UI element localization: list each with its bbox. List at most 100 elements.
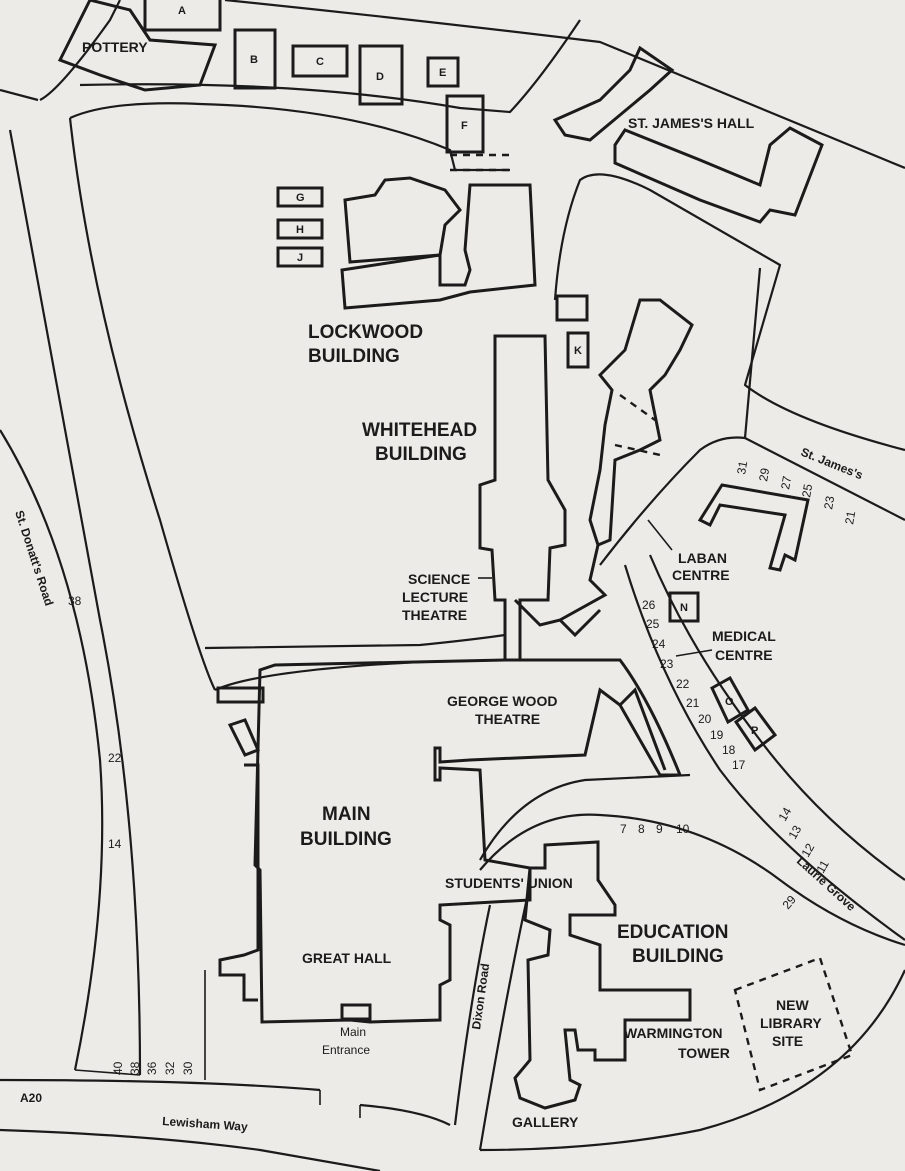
house-number: 29	[780, 892, 800, 911]
new-library-site	[733, 956, 854, 1092]
house-number: 18	[722, 743, 736, 757]
label-science-3: THEATRE	[402, 607, 467, 623]
south-east-boundary	[479, 969, 905, 1152]
education-building	[513, 840, 692, 1110]
label-medical-1: MEDICAL	[712, 628, 776, 644]
inner-loop-bottom	[204, 633, 506, 650]
label-main-1: MAIN	[322, 804, 371, 825]
label-medical-2: CENTRE	[715, 647, 773, 663]
label-laban-2: CENTRE	[672, 567, 730, 583]
label-lockwood-2: BUILDING	[308, 346, 400, 367]
house-number: 29	[756, 467, 772, 483]
medical-leader-line	[675, 649, 713, 657]
building-a	[143, 0, 222, 32]
dixon-road-west-edge	[453, 904, 492, 1126]
building-d	[358, 44, 404, 106]
house-number: 12	[798, 841, 817, 860]
st-jamess-hall	[613, 126, 824, 224]
east-wing-south	[559, 544, 608, 622]
small-annex	[555, 294, 589, 322]
building-f	[445, 94, 485, 154]
lewisham-way-south-edge	[0, 1128, 381, 1171]
letter-h: H	[296, 224, 304, 236]
label-laban-1: LABAN	[678, 550, 727, 566]
letter-d: D	[376, 71, 384, 83]
label-main-2: BUILDING	[300, 829, 392, 850]
house-number: 30	[181, 1061, 195, 1075]
lockwood-upper	[343, 176, 462, 264]
house-number: 14	[108, 837, 122, 851]
east-wing	[588, 298, 694, 548]
west-annex-strip	[218, 763, 260, 1002]
st-jamess-road-north-edge	[553, 173, 905, 452]
education-north-boundary	[479, 813, 905, 947]
house-number: 40	[111, 1061, 125, 1075]
road-edge-far-left	[0, 88, 39, 102]
george-wood-annex	[618, 687, 667, 771]
label-main-entrance-1: Main	[340, 1025, 366, 1039]
letter-g: G	[296, 192, 305, 204]
letter-j: J	[297, 252, 303, 264]
house-number: 22	[108, 751, 122, 765]
house-number: 23	[821, 495, 837, 511]
west-annex-1	[216, 686, 265, 704]
label-new-library-3: SITE	[772, 1033, 803, 1049]
label-students-union: STUDENTS' UNION	[445, 875, 573, 891]
west-annex-2	[227, 718, 260, 757]
st-jamess-spur	[743, 267, 762, 439]
buildings	[57, 0, 854, 1110]
lewisham-way-north-edge-east	[359, 1103, 451, 1126]
building-h	[276, 218, 324, 240]
building-j	[276, 246, 324, 268]
st-jamess-hall-wing-west	[552, 45, 675, 142]
street-st-donatts: St. Donatt's Road	[12, 509, 56, 608]
label-lockwood-1: LOCKWOOD	[308, 322, 423, 343]
labels: POTTERY ST. JAMES'S HALL LOCKWOOD BUILDI…	[12, 5, 865, 1134]
label-pottery: POTTERY	[82, 39, 148, 55]
letter-e: E	[439, 67, 446, 79]
whitehead-building	[478, 334, 567, 662]
label-st-jamess-hall: ST. JAMES'S HALL	[628, 115, 755, 131]
letter-k: K	[574, 345, 582, 357]
letter-b: B	[250, 54, 258, 66]
house-number: 24	[652, 637, 666, 651]
letter-c: C	[316, 56, 324, 68]
label-george-wood-2: THEATRE	[475, 711, 540, 727]
house-number: 7	[620, 822, 627, 836]
street-st-jamess: St. James's	[799, 445, 865, 483]
house-number: 38	[128, 1061, 142, 1075]
road-edge-top	[79, 19, 581, 114]
house-number: 26	[642, 598, 656, 612]
house-number: 9	[656, 822, 663, 836]
letter-o: O	[725, 696, 734, 708]
house-number: 23	[660, 657, 674, 671]
street-a20: A20	[20, 1091, 42, 1105]
dixon-road-east-edge	[478, 897, 529, 1151]
street-lewisham-way: Lewisham Way	[162, 1114, 249, 1134]
lewisham-kerb	[74, 1069, 141, 1076]
building-n	[668, 591, 700, 623]
building-c	[291, 44, 349, 78]
road-edge-north	[224, 0, 905, 170]
label-gallery: GALLERY	[512, 1114, 579, 1130]
label-education-2: BUILDING	[632, 946, 724, 967]
main-entrance-porch	[340, 1003, 372, 1021]
building-k	[566, 331, 590, 369]
house-number: 36	[145, 1061, 159, 1075]
house-number: 8	[638, 822, 645, 836]
label-whitehead-1: WHITEHEAD	[362, 420, 477, 441]
st-donatts-road-east-edge	[8, 129, 142, 1076]
label-science-2: LECTURE	[402, 589, 468, 605]
lockwood-building	[340, 183, 537, 310]
house-number: 17	[732, 758, 746, 772]
label-science-1: SCIENCE	[408, 571, 470, 587]
house-number: 25	[799, 483, 815, 499]
house-number: 27	[778, 475, 794, 491]
label-great-hall: GREAT HALL	[302, 950, 392, 966]
laban-leader-line	[647, 519, 673, 551]
house-number: 32	[163, 1061, 177, 1075]
house-number: 31	[734, 460, 750, 476]
campus-west-boundary	[68, 117, 216, 691]
inner-loop-top	[69, 102, 510, 172]
